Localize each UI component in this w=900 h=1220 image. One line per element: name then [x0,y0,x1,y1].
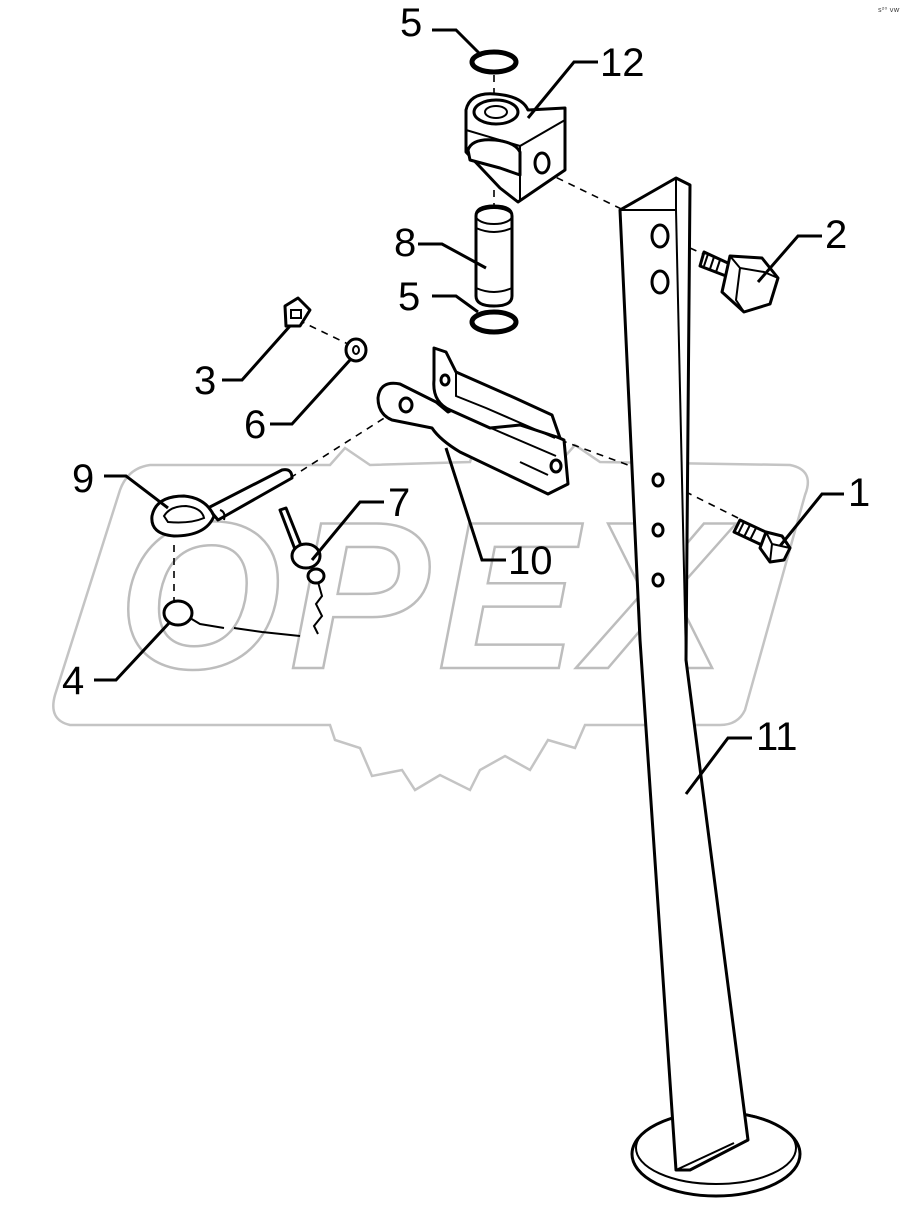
callout-9: 9 [72,457,94,501]
leader-lines [94,28,844,795]
part-5-o-ring-bottom [469,309,519,335]
callout-10: 10 [508,539,553,583]
part-5-o-ring-top [469,49,519,75]
callout-5-bottom: 5 [398,275,420,319]
callout-12: 12 [600,41,645,85]
callout-2: 2 [825,213,847,257]
part-3-square-nut [283,296,312,328]
part-12-clevis [464,92,567,204]
part-2-hex-bolt [698,250,780,314]
callout-3: 3 [194,359,216,403]
callout-4: 4 [62,659,84,703]
callout-11: 11 [756,715,798,759]
part-6-washer [344,337,368,363]
assembly-centerlines [173,75,743,605]
watermark-gear-outline [52,436,810,792]
callouts: 5 12 8 5 2 3 6 9 7 10 1 4 11 [62,1,870,759]
part-8-pin [474,204,514,308]
callout-8: 8 [394,221,416,265]
callout-1: 1 [848,471,870,515]
part-4-ring [162,599,225,629]
part-7-linch-pin-chain [233,506,326,637]
callout-6: 6 [244,403,266,447]
part-1-bolt [732,518,792,564]
callout-7: 7 [388,481,410,525]
part-10-bracket [376,346,570,496]
part-11-stand-leg [618,176,802,1198]
callout-5-top: 5 [400,1,422,45]
corner-mark: s²⁰ vwvᵉ [878,6,900,14]
stand-leg-bar [618,176,750,1172]
